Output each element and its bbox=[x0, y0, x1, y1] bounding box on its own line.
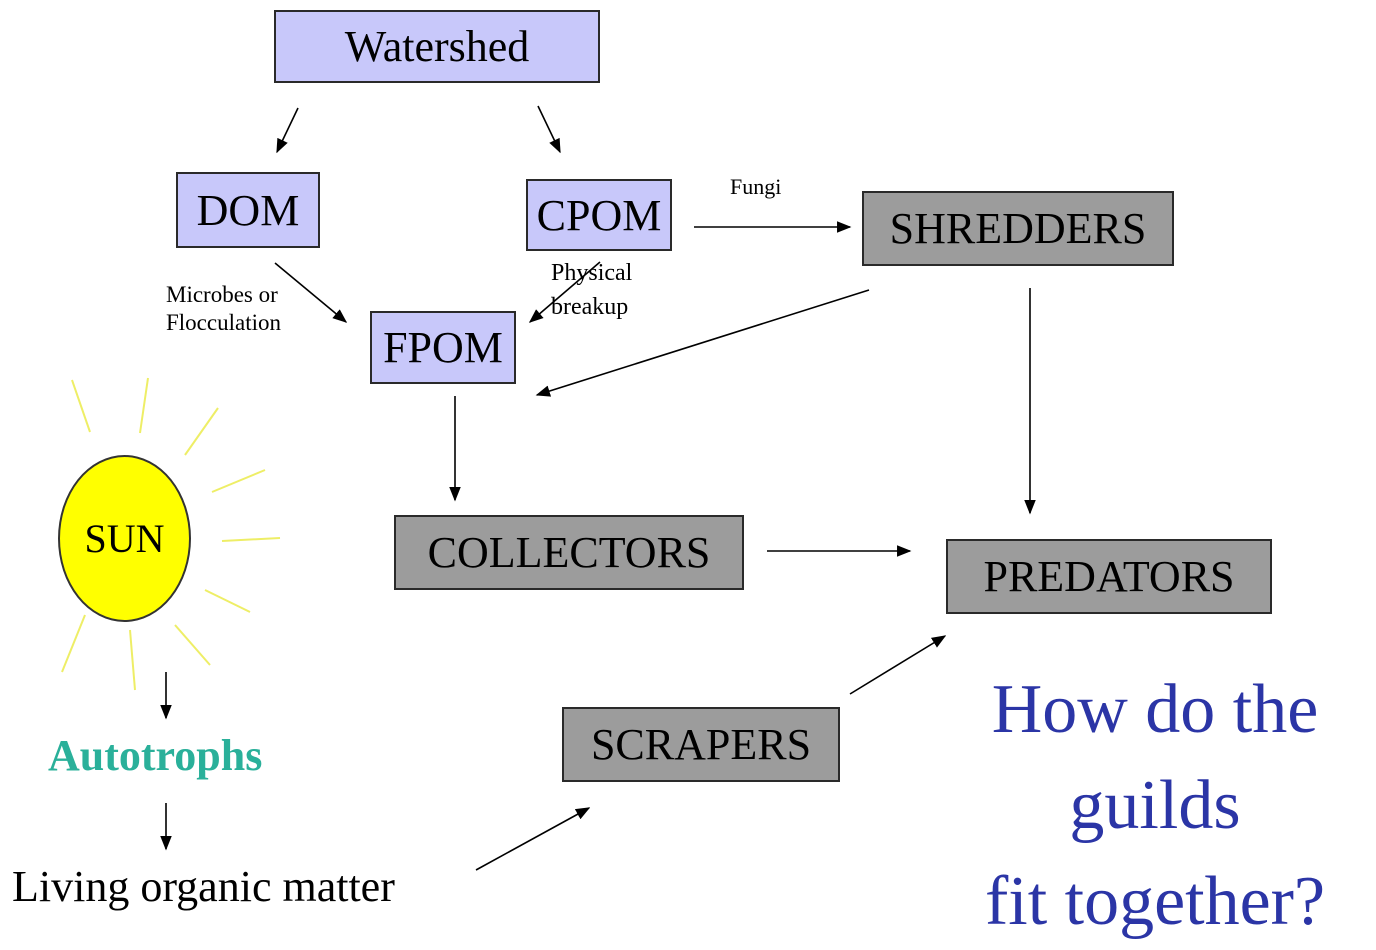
physical-label-line2: breakup bbox=[551, 294, 629, 320]
dom-box: DOM bbox=[176, 172, 320, 248]
watershed-label: Watershed bbox=[344, 22, 530, 71]
arrow-watershed-cpom bbox=[537, 105, 561, 154]
question-line1: How do the bbox=[991, 671, 1319, 748]
fungi-label: Fungi bbox=[730, 174, 782, 199]
physical-label-line1: Physical bbox=[551, 260, 633, 286]
arrow-cpom-fpom bbox=[528, 261, 601, 323]
watershed-box: Watershed bbox=[274, 10, 600, 83]
fpom-label: FPOM bbox=[383, 323, 503, 372]
arrow-dom-fpom bbox=[274, 262, 348, 323]
scrapers-label: SCRAPERS bbox=[590, 720, 812, 769]
shredders-box: SHREDDERS bbox=[862, 191, 1174, 266]
microbes-label-line2: Flocculation bbox=[166, 310, 281, 335]
sun-label: SUN bbox=[84, 516, 165, 561]
collectors-box: COLLECTORS bbox=[394, 515, 744, 590]
question-line2: guilds bbox=[1069, 767, 1241, 844]
question-text: How do the guilds fit together? bbox=[955, 662, 1355, 950]
fpom-box: FPOM bbox=[370, 311, 516, 384]
arrow-shredders-fpom bbox=[535, 289, 870, 397]
arrow-watershed-dom bbox=[276, 107, 299, 154]
collectors-label: COLLECTORS bbox=[427, 528, 711, 577]
cpom-box: CPOM bbox=[526, 179, 672, 251]
scrapers-box: SCRAPERS bbox=[562, 707, 840, 782]
arrow-scrapers-predators bbox=[849, 635, 947, 695]
sun-rays bbox=[61, 377, 281, 691]
microbes-label-line1: Microbes or bbox=[166, 282, 278, 307]
sun: SUN bbox=[58, 455, 191, 622]
arrow-living-scrapers bbox=[475, 807, 591, 871]
question-line3: fit together? bbox=[984, 863, 1326, 940]
cpom-label: CPOM bbox=[536, 190, 662, 240]
autotrophs-label: Autotrophs bbox=[48, 731, 263, 780]
dom-label: DOM bbox=[196, 185, 300, 235]
predators-label: PREDATORS bbox=[983, 552, 1235, 601]
predators-box: PREDATORS bbox=[946, 539, 1272, 614]
living-organic-matter-label: Living organic matter bbox=[12, 862, 395, 911]
shredders-label: SHREDDERS bbox=[889, 204, 1147, 253]
